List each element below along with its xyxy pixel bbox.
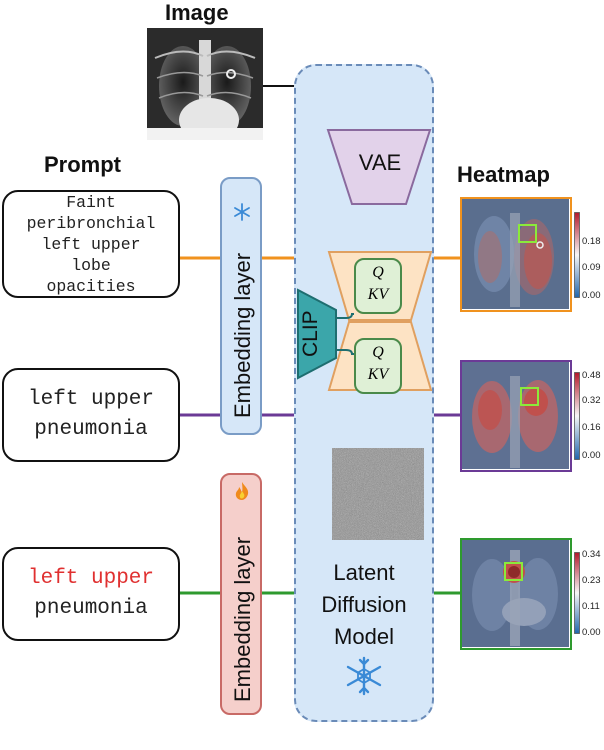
cross-attention-box-2: Q KV <box>354 338 402 394</box>
prompt-2-line-2: pneumonia <box>34 418 148 441</box>
heatmap-1 <box>460 197 572 312</box>
heatmap-1-tick-1: 0.09 <box>582 262 601 273</box>
heatmap-3-tick-1: 0.23 <box>582 575 601 586</box>
image-title: Image <box>165 0 229 25</box>
prompt-1-line-3: left upper <box>41 234 141 254</box>
heatmap-2 <box>460 360 572 472</box>
heatmap-3-image <box>462 540 569 647</box>
kv-label-1: KV <box>367 286 389 303</box>
clip-block <box>297 288 354 380</box>
heatmap-2-image <box>462 362 569 469</box>
embedding-frozen-label: Embedding layer <box>230 252 255 418</box>
q-label-1: Q <box>372 264 384 281</box>
heatmap-2-tick-3: 0.00 <box>582 450 601 461</box>
fire-icon <box>235 482 249 500</box>
prompt-box-2: left upper pneumonia <box>2 368 180 462</box>
heatmap-2-tick-1: 0.32 <box>582 395 601 406</box>
heatmap-1-colorbar <box>574 212 580 298</box>
snowflake-icon <box>234 203 250 221</box>
prompt-1-line-2: peribronchial <box>26 213 156 233</box>
heatmap-2-colorbar <box>574 372 580 460</box>
heatmap-3-tick-2: 0.11 <box>582 601 600 612</box>
heatmap-title: Heatmap <box>457 162 550 187</box>
heatmap-3-tick-0: 0.34 <box>582 549 601 560</box>
prompt-3-rest: pneumonia <box>34 597 148 620</box>
model-name-line-3: Model <box>334 624 394 649</box>
prompt-title: Prompt <box>44 152 121 177</box>
vae-block <box>326 129 432 205</box>
model-name-line-2: Diffusion <box>321 592 407 617</box>
prompt-2-line-1: left upper <box>27 388 155 411</box>
embedding-layer-trainable: Embedding layer <box>220 473 262 715</box>
heatmap-2-tick-0: 0.48 <box>582 370 601 381</box>
heatmap-3-colorbar <box>574 552 580 634</box>
prompt-3-highlight: left upper <box>27 567 155 590</box>
latent-noise-image <box>332 448 424 540</box>
prompt-1-line-5: opacities <box>46 276 136 296</box>
heatmap-1-tick-0: 0.18 <box>582 236 601 247</box>
embedding-trainable-label: Embedding layer <box>230 536 255 702</box>
heatmap-1-image <box>462 199 569 309</box>
q-label-2: Q <box>372 344 384 361</box>
prompt-1-line-4: lobe <box>71 255 111 275</box>
clip-label: CLIP <box>299 310 322 357</box>
prompt-1-line-1: Faint <box>66 192 116 212</box>
prompt-box-1: Faint peribronchial left upper lobe opac… <box>2 190 180 298</box>
heatmap-3 <box>460 538 572 650</box>
model-name: Latent Diffusion Model <box>294 557 434 653</box>
heatmap-2-tick-2: 0.16 <box>582 422 601 433</box>
snowflake-icon <box>346 656 382 696</box>
kv-label-2: KV <box>367 366 389 383</box>
heatmap-3-tick-3: 0.00 <box>582 627 601 638</box>
heatmap-1-tick-2: 0.00 <box>582 290 601 301</box>
model-name-line-1: Latent <box>333 560 395 585</box>
prompt-box-3: left upper pneumonia <box>2 547 180 641</box>
vae-label: VAE <box>358 150 402 175</box>
cross-attention-box-1: Q KV <box>354 258 402 314</box>
embedding-layer-frozen: Embedding layer <box>220 177 262 435</box>
input-xray-image <box>147 28 263 140</box>
